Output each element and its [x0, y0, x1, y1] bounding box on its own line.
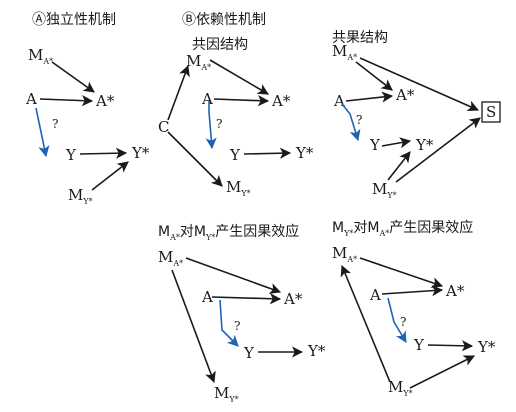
arrow-a-to-astar: [39, 95, 94, 107]
arrow-ma-to-astar: [355, 61, 393, 91]
heading-dependence: Ⓑ依赖性机制: [182, 12, 266, 28]
node-a-star: A*: [445, 282, 465, 300]
node-a: A: [369, 286, 381, 304]
heading-my-to-ma: MY*对MA*产生因果效应: [332, 219, 473, 238]
arrow-a-to-astar: [213, 95, 270, 107]
arrow-a-to-y-unknown: [219, 299, 239, 347]
arrow-ma-to-astar: [209, 59, 269, 95]
node-y-star: Y*: [415, 136, 434, 154]
node-y: Y: [413, 336, 425, 354]
arrow-ma-to-s: [359, 57, 480, 112]
node-a: A: [25, 90, 37, 108]
node-y-star: Y*: [131, 144, 150, 162]
arrow-ma-to-astar: [185, 257, 282, 294]
node-y-star: Y*: [477, 338, 496, 356]
node-ma: MA*: [332, 244, 357, 264]
arrow-a-to-astar: [345, 91, 394, 103]
node-y: Y: [229, 146, 241, 164]
arrow-y-to-ystar: [427, 340, 474, 352]
node-a-star: A*: [271, 92, 291, 110]
node-a-star: A*: [395, 86, 415, 104]
node-y-star: Y*: [295, 144, 314, 162]
heading-common-cause: 共因结构: [192, 37, 248, 53]
arrow-a-to-astar: [381, 285, 444, 297]
arrow-c-to-ma: [167, 64, 190, 121]
arrow-y-to-ystar: [79, 147, 128, 159]
unknown-mark: ?: [400, 315, 406, 329]
arrow-my-to-ystar: [91, 161, 129, 191]
panel-independence: MA* A A* Y Y* MY* ?: [25, 46, 150, 206]
unknown-mark: ?: [216, 117, 222, 131]
node-my: MY*: [68, 186, 93, 206]
arrow-a-to-y-unknown: [387, 297, 407, 343]
panel-common-cause: MA* C A A* Y Y* MY* ?: [158, 52, 314, 198]
node-s: S: [486, 103, 496, 121]
node-ma: MA*: [28, 46, 53, 66]
heading-independence: Ⓐ独立性机制: [32, 12, 116, 28]
arrow-y-to-ystar: [243, 147, 292, 159]
arrow-c-to-my: [167, 131, 223, 187]
arrow-a-to-y-unknown: [205, 101, 217, 150]
arrow-my-to-s: [395, 117, 481, 183]
arrow-ma-to-astar: [359, 257, 444, 289]
selection-node-box: [481, 101, 501, 123]
node-a-star: A*: [283, 290, 303, 308]
node-y: Y: [243, 344, 255, 362]
node-ma: MA*: [186, 52, 211, 72]
node-ma: MA*: [158, 248, 183, 268]
node-a-star: A*: [95, 92, 115, 110]
arrow-y-to-ystar: [381, 137, 412, 149]
node-y: Y: [65, 146, 77, 164]
arrow-a-to-y-unknown: [341, 103, 361, 142]
node-a: A: [333, 92, 345, 110]
arrow-a-to-astar: [211, 293, 282, 305]
node-a: A: [201, 288, 213, 306]
unknown-mark: ?: [356, 113, 362, 127]
arrow-my-to-ma: [340, 264, 391, 383]
node-a: A: [201, 90, 213, 108]
panel-common-effect: MA* A A* Y Y* MY* ? S: [332, 42, 501, 200]
arrow-a-to-y-unknown: [35, 107, 50, 158]
node-my: MY*: [226, 178, 251, 198]
heading-common-effect: 共果结构: [332, 30, 388, 46]
unknown-mark: ?: [234, 319, 240, 333]
panel-my-causes-ma: MA* A A* Y Y* MY* ?: [332, 244, 496, 398]
node-my: MY*: [372, 180, 397, 200]
arrow-my-to-ystar: [387, 151, 411, 181]
node-c: C: [158, 118, 169, 136]
unknown-mark: ?: [52, 117, 58, 131]
node-my: MY*: [388, 378, 413, 398]
node-y: Y: [369, 136, 381, 154]
node-ma: MA*: [332, 42, 357, 62]
heading-ma-to-my: MA*对MY*产生因果效应: [158, 223, 299, 242]
panel-ma-causes-my: MA* A A* Y Y* MY* ?: [158, 248, 326, 404]
arrow-my-to-ystar: [409, 355, 476, 389]
node-my: MY*: [214, 384, 239, 404]
arrow-ma-to-my: [171, 269, 216, 384]
node-y-star: Y*: [307, 342, 326, 360]
arrow-ma-to-astar: [51, 61, 95, 93]
